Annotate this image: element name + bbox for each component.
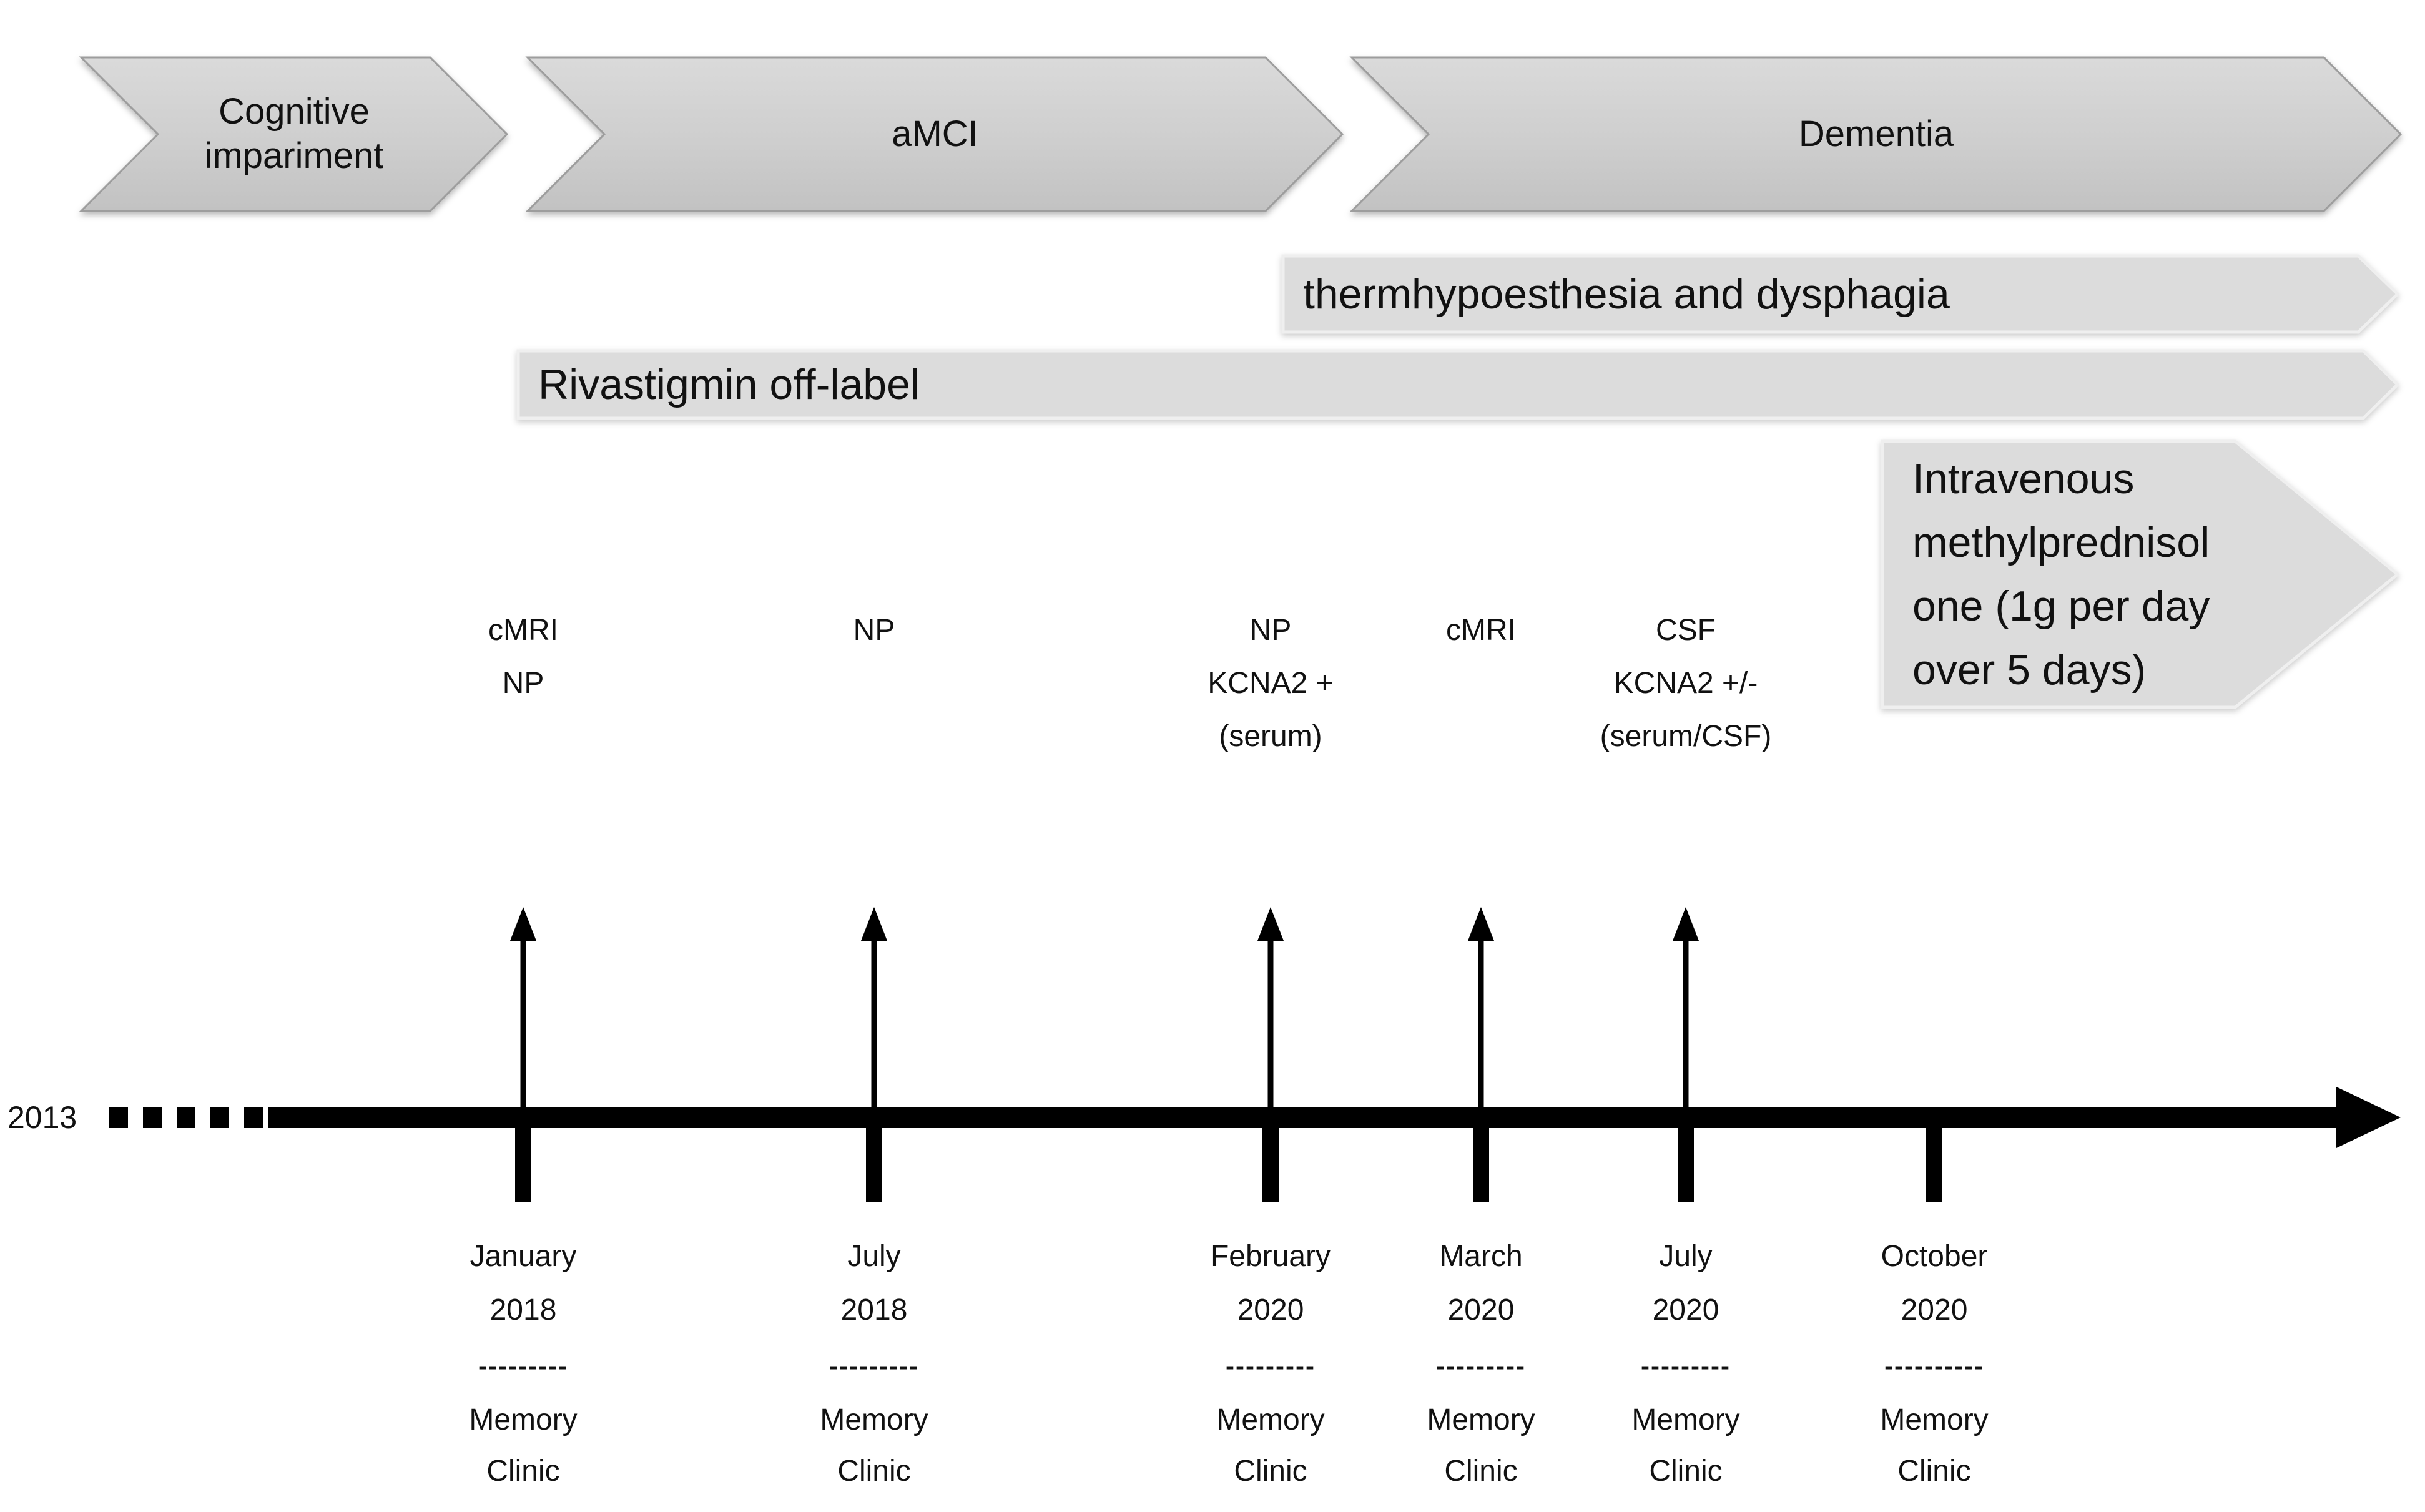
callout-line: over 5 days): [1912, 646, 2147, 694]
callout-line: one (1g per day: [1912, 582, 2210, 630]
event-arrow-icon: [861, 907, 887, 1111]
stage-label-line: aMCI: [892, 113, 978, 154]
event-venue-line: Clinic: [837, 1455, 911, 1488]
treatment-callout-shape: [1881, 439, 2400, 709]
test-line: cMRI: [488, 614, 558, 647]
test-line: KCNA2 +: [1208, 667, 1334, 700]
event-venue-line: Memory: [469, 1403, 578, 1436]
medication-bar-label: Rivastigmin off-label: [538, 351, 920, 418]
event-venue-line: Memory: [1216, 1403, 1325, 1436]
event-venue-line: Memory: [820, 1403, 928, 1436]
test-line: KCNA2 +/-: [1613, 667, 1758, 700]
event-venue-line: Clinic: [1234, 1455, 1307, 1488]
timeline-start-label: 2013: [7, 1100, 77, 1135]
event-year: 2020: [1237, 1294, 1304, 1327]
medication-bar-shape: [516, 349, 2400, 420]
event-venue-line: Clinic: [1897, 1455, 1971, 1488]
event-month: October: [1881, 1240, 1988, 1273]
event-separator: ---------: [1436, 1351, 1526, 1380]
event-separator: ---------: [1226, 1351, 1316, 1380]
event-year: 2020: [1652, 1294, 1719, 1327]
event-arrow-icon: [1673, 907, 1699, 1111]
event-date-block: January 2018 --------- Memory Clinic: [386, 1230, 661, 1497]
event-tests-label: CSF KCNA2 +/- (serum/CSF): [1548, 604, 1823, 763]
event-year: 2018: [840, 1294, 908, 1327]
event-tests-label: cMRI NP: [386, 604, 661, 710]
event-arrow-icon: [1257, 907, 1284, 1111]
medication-bar-text: Rivastigmin off-label: [538, 361, 920, 408]
event-separator: ---------: [478, 1351, 568, 1380]
event-tests-label: NP: [737, 604, 1011, 657]
event-month: March: [1439, 1240, 1523, 1273]
event-month: January: [470, 1240, 577, 1273]
event-date-block: February 2020 --------- Memory Clinic: [1133, 1230, 1408, 1497]
symptom-bar-shape: [1281, 254, 2400, 334]
stage-label-line: Cognitive: [219, 91, 370, 132]
treatment-callout-label: Intravenous methylprednisol one (1g per …: [1912, 447, 2210, 702]
event-date-block: July 2018 --------- Memory Clinic: [737, 1230, 1011, 1497]
event-tick: [1926, 1107, 1942, 1202]
event-date-block: July 2020 --------- Memory Clinic: [1548, 1230, 1823, 1497]
event-tests-label: NP KCNA2 + (serum): [1133, 604, 1408, 763]
event-year: 2020: [1447, 1294, 1515, 1327]
event-venue-line: Memory: [1631, 1403, 1740, 1436]
event-separator: ---------: [1641, 1351, 1731, 1380]
event-arrow-icon: [510, 907, 536, 1111]
event-venue-line: Memory: [1427, 1403, 1535, 1436]
event-tick: [1262, 1107, 1279, 1202]
stage-chevron-cognitive-impairment: [79, 56, 509, 212]
event-date-block: March 2020 --------- Memory Clinic: [1344, 1230, 1618, 1497]
test-line: NP: [1249, 614, 1292, 647]
stage-chevron-dementia: [1349, 56, 2403, 212]
event-tick: [1473, 1107, 1489, 1202]
event-tick: [866, 1107, 882, 1202]
event-venue-line: Memory: [1880, 1403, 1989, 1436]
stage-label-line: impariment: [204, 135, 384, 176]
stage-chevron-amci: [525, 56, 1344, 212]
event-separator: ----------: [1884, 1351, 1984, 1380]
event-date-block: October 2020 ---------- Memory Clinic: [1797, 1230, 2072, 1497]
stage-label-amci: aMCI: [528, 57, 1342, 211]
event-year: 2020: [1901, 1294, 1968, 1327]
event-separator: ---------: [829, 1351, 919, 1380]
stage-label-line: Dementia: [1798, 113, 1954, 154]
event-month: July: [1659, 1240, 1713, 1273]
callout-line: methylprednisol: [1912, 519, 2210, 566]
test-line: (serum/CSF): [1600, 720, 1772, 753]
event-arrow-icon: [1468, 907, 1494, 1111]
stage-label-dementia: Dementia: [1352, 57, 2401, 211]
event-tick: [1678, 1107, 1694, 1202]
symptom-bar-label: thermhypoesthesia and dysphagia: [1303, 256, 1950, 332]
event-venue-line: Clinic: [486, 1455, 560, 1488]
event-year: 2018: [489, 1294, 557, 1327]
callout-line: Intravenous: [1912, 455, 2135, 503]
stage-label-cognitive-impairment: Cognitive impariment: [81, 57, 507, 211]
test-line: NP: [502, 667, 544, 700]
axis-arrowhead-icon: [2336, 1087, 2401, 1148]
timeline-start-text: 2013: [7, 1100, 77, 1135]
event-month: February: [1210, 1240, 1331, 1273]
event-venue-line: Clinic: [1444, 1455, 1518, 1488]
test-line: (serum): [1219, 720, 1322, 753]
test-line: CSF: [1656, 614, 1716, 647]
event-venue-line: Clinic: [1649, 1455, 1723, 1488]
symptom-bar-text: thermhypoesthesia and dysphagia: [1303, 270, 1950, 318]
event-tests-label: cMRI: [1344, 604, 1618, 657]
test-line: NP: [853, 614, 895, 647]
event-tick: [515, 1107, 531, 1202]
event-month: July: [847, 1240, 901, 1273]
test-line: cMRI: [1446, 614, 1516, 647]
